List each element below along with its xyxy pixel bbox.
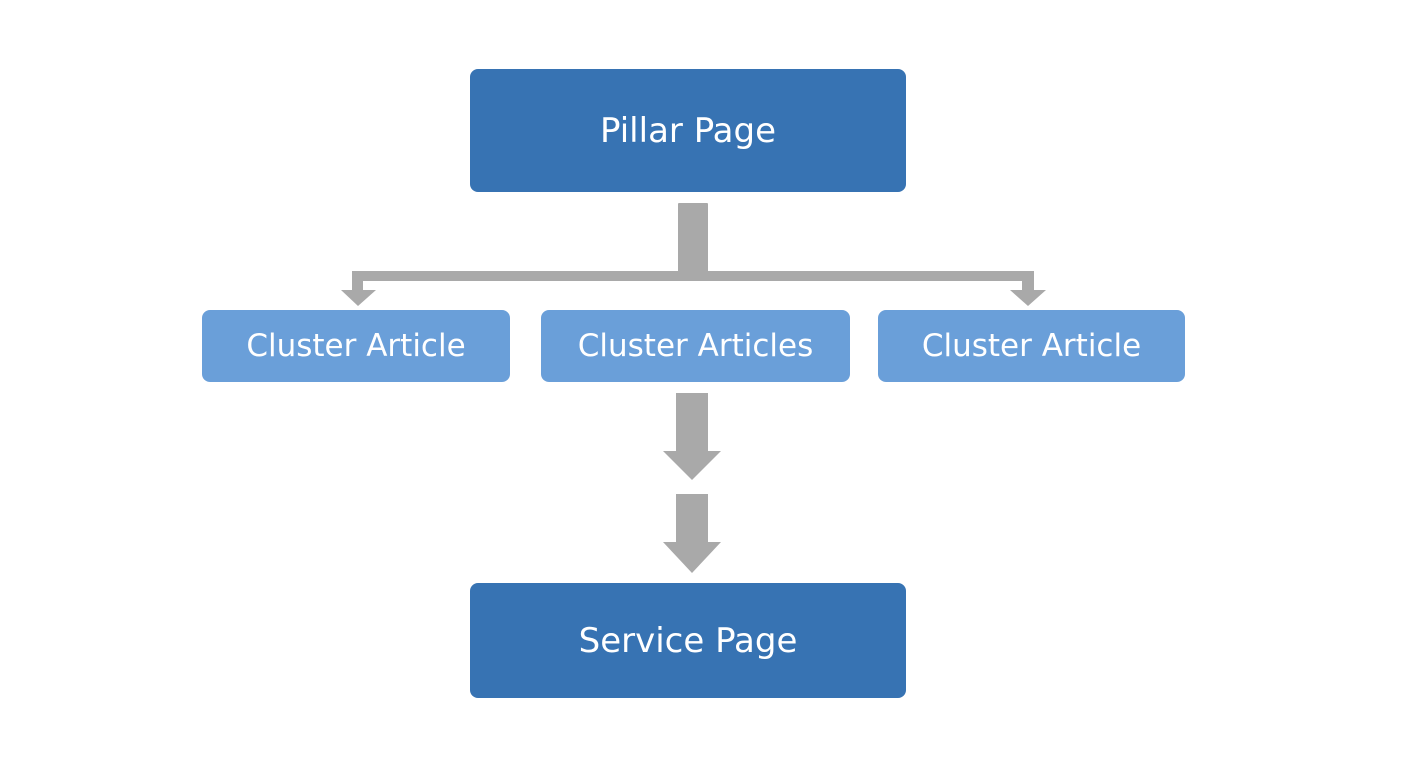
- service-page-label: Service Page: [578, 620, 798, 661]
- center-arrow-2-head: [663, 542, 721, 573]
- service-page-node: Service Page: [470, 583, 906, 698]
- cluster-articles-center-node: Cluster Articles: [541, 310, 850, 382]
- right-branch-arrowhead: [1010, 290, 1046, 306]
- left-branch-stem: [352, 271, 363, 292]
- center-arrow-2-shaft: [676, 494, 708, 543]
- right-branch-stem: [1022, 271, 1034, 292]
- center-arrow-1-head: [663, 451, 721, 480]
- cluster-article-left-label: Cluster Article: [246, 328, 466, 364]
- cluster-article-right-label: Cluster Article: [921, 328, 1142, 364]
- pillar-trunk: [678, 203, 708, 276]
- branch-bar: [352, 271, 1034, 281]
- cluster-articles-center-label: Cluster Articles: [577, 328, 814, 364]
- pillar-page-node: Pillar Page: [470, 69, 906, 192]
- left-branch-arrowhead: [341, 290, 376, 306]
- pillar-page-label: Pillar Page: [599, 110, 777, 151]
- cluster-article-left-node: Cluster Article: [202, 310, 510, 382]
- cluster-article-right-node: Cluster Article: [878, 310, 1185, 382]
- center-arrow-1-shaft: [676, 393, 708, 452]
